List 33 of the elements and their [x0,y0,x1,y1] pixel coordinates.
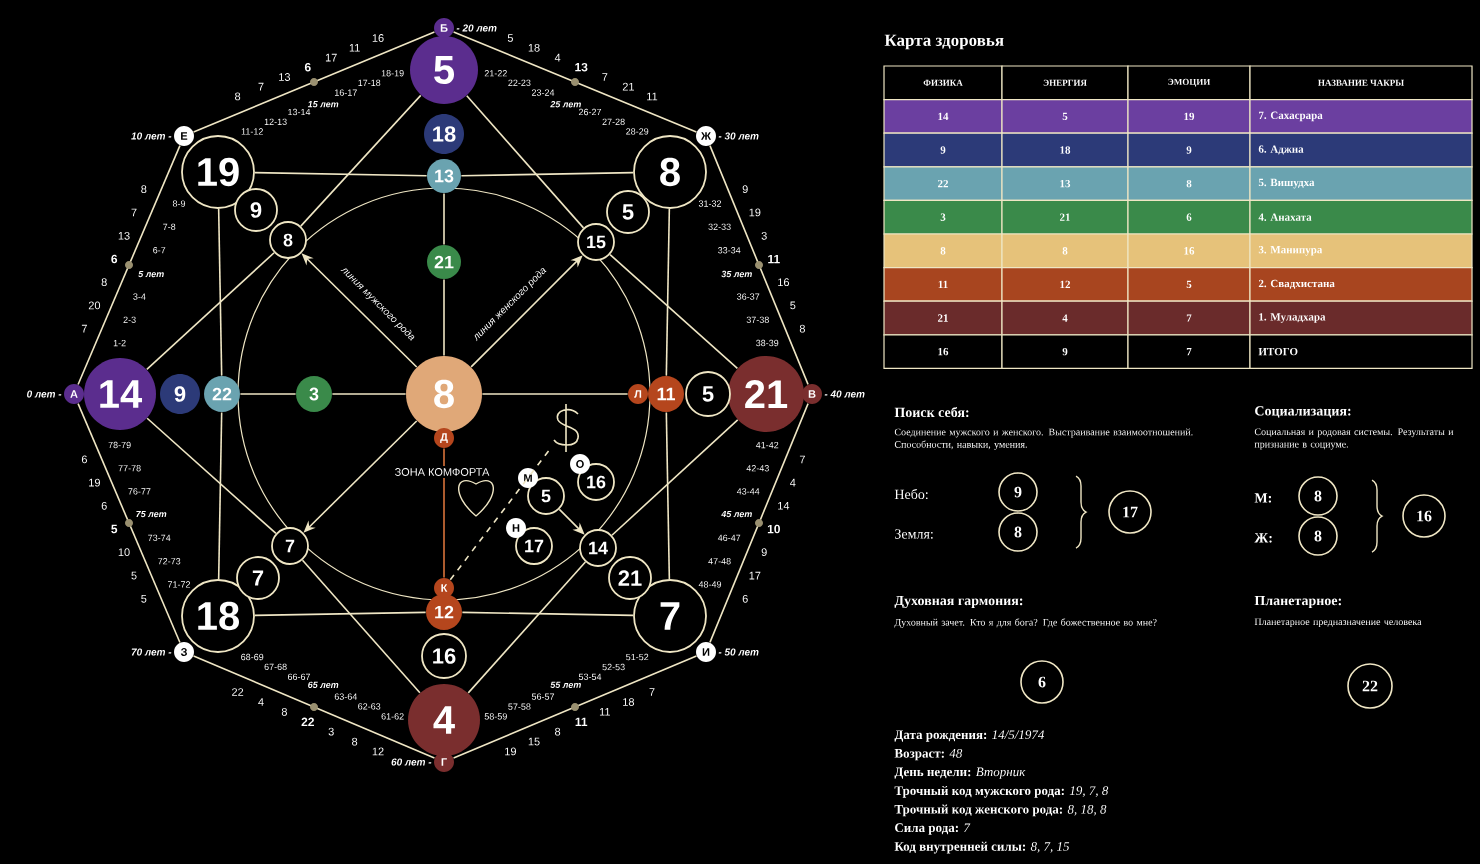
connector-line [192,655,436,759]
connector-line [254,171,428,177]
connector-line [449,446,553,581]
connector-line [301,559,421,694]
connector-line [665,208,671,377]
connector-line [611,419,739,537]
connector-line [217,411,223,580]
connector-line [239,393,297,395]
connector-line [192,31,436,133]
connector-line [467,561,587,694]
connector-line [709,402,809,644]
connector-line [465,95,585,229]
connector-line [460,171,634,177]
connector-line [461,611,634,617]
connector-line [452,655,698,759]
connector-line [77,144,181,386]
dollar-icon [553,403,579,453]
connector-line [217,208,223,377]
connector-line [452,31,698,133]
connector-line [443,447,445,579]
connector-line [481,393,629,395]
connector-line [146,417,277,535]
connector-line [665,411,671,580]
connector-line [709,144,809,386]
connector-line [443,278,445,357]
connector-line [331,393,407,395]
connector-line [146,252,275,371]
connector-line [299,94,422,227]
connector-line [254,611,427,617]
connector-line [443,192,445,246]
panel-heading: Карта здоровья [884,34,1004,50]
connector-line [77,402,181,644]
connector-line [609,253,739,370]
